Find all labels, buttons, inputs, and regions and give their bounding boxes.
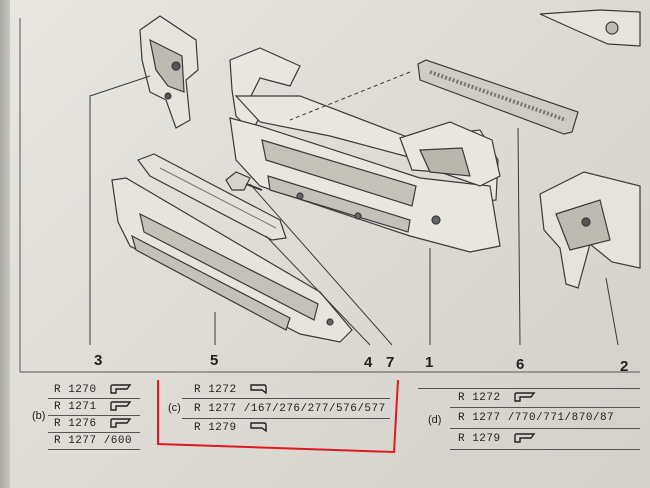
page-fold-shadow <box>0 0 10 488</box>
part-6-grille-strip <box>417 59 579 135</box>
bracket-icon <box>250 422 267 433</box>
part-number: R 1277 /600 <box>54 435 133 447</box>
row-divider <box>450 407 640 408</box>
leader-3 <box>89 75 151 345</box>
row-divider <box>450 428 640 429</box>
row-divider <box>450 449 640 450</box>
part-row: R 1270 <box>54 384 132 396</box>
part-top-right-fragment <box>539 9 641 47</box>
part-4-support-strip <box>137 153 287 241</box>
part-row: R 1272 <box>458 392 536 404</box>
callout-4: 4 <box>364 354 373 371</box>
leader-6 <box>517 127 521 346</box>
bracket-icon <box>110 401 132 411</box>
part-row: R 1277 /600 <box>54 435 132 447</box>
row-divider <box>48 415 140 416</box>
part-number: R 1271 <box>54 401 97 413</box>
part-number: R 1279 <box>458 433 501 445</box>
part-row: R 1276 <box>54 418 132 430</box>
part-row: R 1277 /167/276/277/576/577 <box>194 403 386 415</box>
bracket-icon <box>110 418 132 428</box>
bracket-icon <box>514 433 536 443</box>
variant-label-b: (b) <box>32 410 46 422</box>
bracket-icon <box>514 392 536 402</box>
row-divider <box>48 449 140 450</box>
part-2-bracket <box>539 171 641 289</box>
part-number: R 1272 <box>194 384 237 396</box>
callout-5: 5 <box>210 352 219 369</box>
part-row: R 1279 <box>458 433 536 445</box>
row-divider <box>48 432 140 433</box>
part-number: R 1277 /770/771/870/87 <box>458 412 615 424</box>
part-row: R 1279 <box>194 422 272 434</box>
callout-3: 3 <box>94 352 103 369</box>
part-number: R 1277 /167/276/277/576/577 <box>194 403 386 415</box>
part-5-lower-grille <box>111 177 353 343</box>
leader-2 <box>605 277 619 346</box>
row-divider <box>48 398 140 399</box>
highlight-box-c <box>157 379 399 454</box>
part-number: R 1276 <box>54 418 97 430</box>
callout-6: 6 <box>516 356 525 373</box>
part-row: R 1271 <box>54 401 132 413</box>
part-row: R 1277 /770/771/870/87 <box>458 412 614 424</box>
part-number: R 1279 <box>194 422 237 434</box>
leader-lines <box>89 71 619 346</box>
part-3-bracket <box>139 15 199 129</box>
variant-label-d: (d) <box>428 414 442 426</box>
part-1-front-panel <box>229 47 501 253</box>
leader-4 <box>265 235 371 346</box>
bracket-icon <box>250 384 267 395</box>
row-divider <box>182 398 390 399</box>
callout-7: 7 <box>386 354 395 371</box>
row-divider <box>182 418 390 419</box>
bracket-icon <box>110 384 132 394</box>
part-row: R 1272 <box>194 384 272 396</box>
part-number: R 1270 <box>54 384 97 396</box>
leader-7 <box>249 183 393 346</box>
part-number: R 1272 <box>458 392 501 404</box>
row-divider <box>418 388 640 389</box>
callout-2: 2 <box>620 358 629 375</box>
variant-label-c: (c) <box>168 402 181 414</box>
part-7-clip <box>225 171 263 191</box>
callout-1: 1 <box>425 354 434 371</box>
dash-leader-6 <box>289 71 411 121</box>
